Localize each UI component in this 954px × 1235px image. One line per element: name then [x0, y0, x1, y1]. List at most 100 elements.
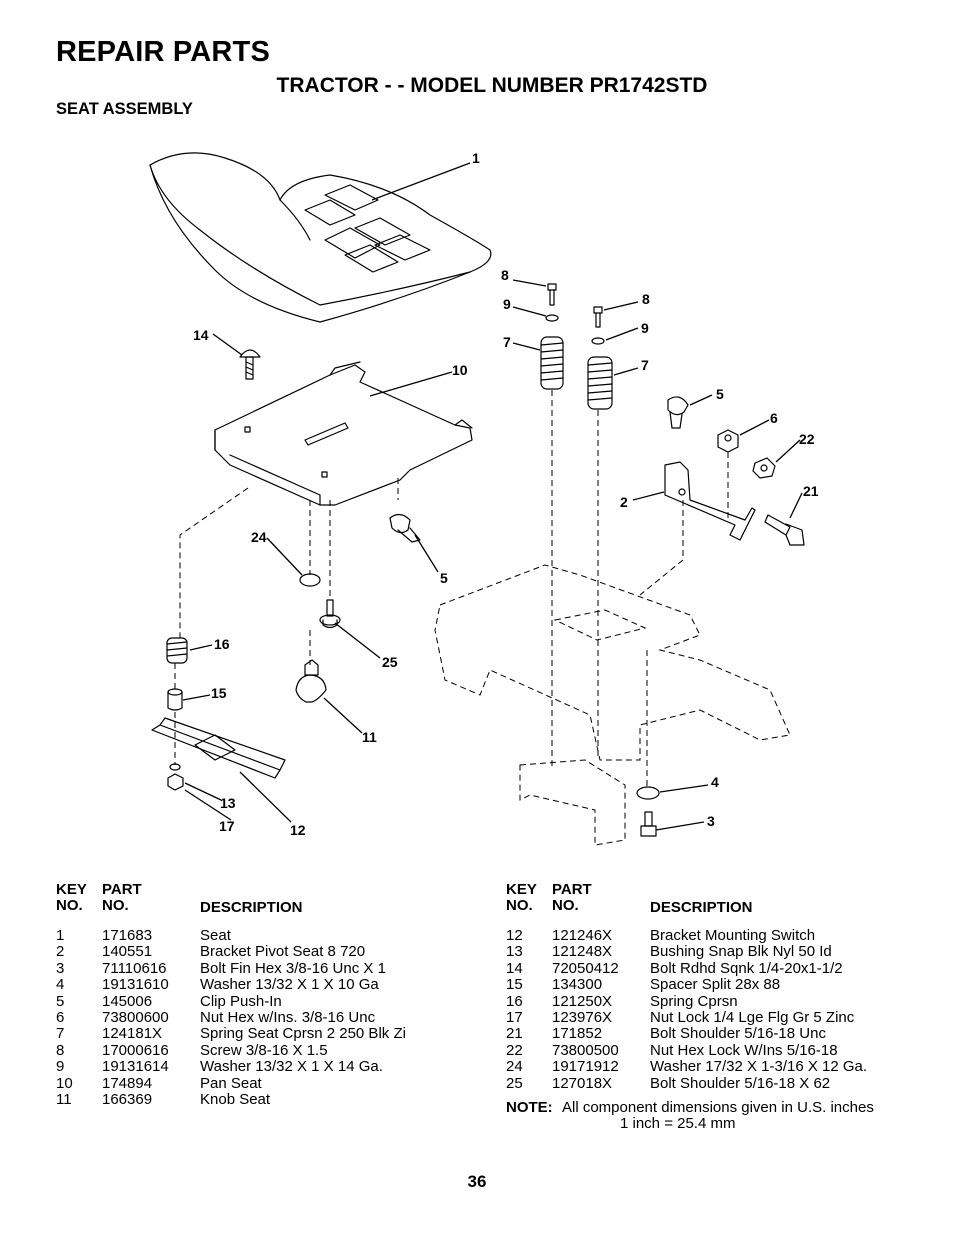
description-cell: Bushing Snap Blk Nyl 50 Id: [650, 943, 832, 961]
key-cell: 5: [56, 992, 65, 1010]
page-title: REPAIR PARTS: [56, 36, 271, 68]
description-cell: Spring Cprsn: [650, 992, 738, 1010]
description-cell: Nut Lock 1/4 Lge Flg Gr 5 Zinc: [650, 1009, 855, 1027]
key-cell: 17: [506, 1009, 523, 1027]
callout-3: 3: [707, 813, 715, 829]
callout-8-right: 8: [642, 291, 650, 307]
description-cell: Nut Hex Lock W/Ins 5/16-18: [650, 1041, 838, 1059]
description-cell: Bracket Mounting Switch: [650, 927, 816, 944]
key-cell: 13: [506, 943, 523, 961]
key-cell: 11: [56, 1091, 72, 1109]
part-number-cell: 19131610: [102, 976, 169, 994]
bracket-mounting-switch: [151, 717, 286, 779]
nut-6-illustration: [717, 429, 739, 453]
part-number-cell: 73800600: [102, 1009, 169, 1027]
part-number-cell: 19131614: [102, 1058, 169, 1076]
callout-9-right: 9: [641, 320, 649, 336]
part-header-bottom: NO.: [102, 897, 129, 915]
washer-9-right: [591, 337, 605, 345]
description-cell: Washer 17/32 X 1-3/16 X 12 Ga.: [650, 1058, 868, 1076]
bolt-14-illustration: [239, 349, 261, 380]
key-header-top: KEY: [506, 881, 537, 898]
bolt-3-illustration: [640, 811, 657, 837]
callout-10: 10: [452, 362, 468, 378]
part-number-cell: 17000616: [102, 1041, 169, 1059]
description-cell: Washer 13/32 X 1 X 10 Ga: [200, 976, 379, 994]
description-cell: Washer 13/32 X 1 X 14 Ga.: [200, 1058, 383, 1076]
callout-7-right: 7: [641, 357, 649, 373]
part-number-cell: 166369: [102, 1091, 153, 1109]
callout-5-right: 5: [716, 386, 724, 402]
key-cell: 25: [506, 1074, 523, 1092]
key-cell: 14: [506, 959, 523, 977]
description-cell: Bolt Rdhd Sqnk 1/4-20x1-1/2: [650, 959, 843, 977]
model-subtitle: TRACTOR - - MODEL NUMBER PR1742STD: [276, 74, 708, 97]
key-cell: 4: [56, 976, 65, 994]
callout-17: 17: [219, 818, 235, 834]
part-number-cell: 123976X: [552, 1009, 613, 1027]
spring-7-right: [587, 356, 613, 410]
callout-25: 25: [382, 654, 398, 670]
key-header-bottom: NO.: [56, 897, 83, 915]
table-row: 4 19131610 Washer 13/32 X 1 X 10 Ga: [56, 976, 476, 994]
key-cell: 16: [506, 992, 523, 1010]
description-header: DESCRIPTION: [200, 899, 303, 916]
part-number-cell: 72050412: [552, 959, 619, 977]
key-cell: 7: [56, 1025, 65, 1043]
leader-lines: [182, 162, 803, 831]
clip-5-left: [389, 513, 421, 543]
key-cell: 6: [56, 1009, 65, 1027]
bolt-21-illustration: [764, 514, 805, 546]
part-number-cell: 171852: [552, 1025, 603, 1043]
callout-24: 24: [251, 529, 267, 545]
key-cell: 8: [56, 1041, 65, 1059]
callout-1: 1: [472, 150, 480, 166]
part-number-cell: 121246X: [552, 927, 613, 944]
description-cell: Pan Seat: [200, 1074, 262, 1092]
washer-24: [299, 573, 321, 587]
description-cell: Nut Hex w/Ins. 3/8-16 Unc: [200, 1009, 376, 1027]
nut-17-illustration: [167, 763, 184, 791]
callout-7-left: 7: [503, 334, 511, 350]
part-header-bottom: NO.: [552, 897, 579, 915]
spring-16-illustration: [166, 637, 188, 664]
key-header-top: KEY: [56, 881, 87, 898]
part-number-cell: 140551: [102, 943, 153, 961]
callout-4: 4: [711, 774, 719, 790]
key-cell: 21: [506, 1025, 523, 1043]
table-row: 14 72050412 Bolt Rdhd Sqnk 1/4-20x1-1/2: [506, 959, 926, 977]
washer-4: [636, 786, 660, 800]
callout-13: 13: [220, 795, 236, 811]
callout-11: 11: [362, 729, 377, 745]
description-cell: Knob Seat: [200, 1091, 271, 1109]
callout-21: 21: [803, 483, 819, 499]
callout-12: 12: [290, 822, 306, 838]
part-number-cell: 127018X: [552, 1074, 613, 1092]
table-row: 8 17000616 Screw 3/8-16 X 1.5: [56, 1041, 476, 1059]
washer-9-left: [545, 314, 559, 322]
clip-5-right: [667, 396, 689, 429]
table-row: 11 166369 Knob Seat: [56, 1091, 476, 1109]
key-cell: 15: [506, 976, 523, 994]
screw-8-left: [547, 283, 557, 306]
part-number-cell: 171683: [102, 927, 153, 944]
section-title: SEAT ASSEMBLY: [56, 100, 193, 118]
part-number-cell: 121250X: [552, 992, 613, 1010]
bracket-pivot-illustration: [664, 461, 756, 541]
callout-9-left: 9: [503, 296, 511, 312]
description-cell: Screw 3/8-16 X 1.5: [200, 1041, 328, 1059]
part-number-cell: 134300: [552, 976, 603, 994]
part-number-cell: 19171912: [552, 1058, 619, 1076]
table-row: 16 121250X Spring Cprsn: [506, 992, 926, 1010]
